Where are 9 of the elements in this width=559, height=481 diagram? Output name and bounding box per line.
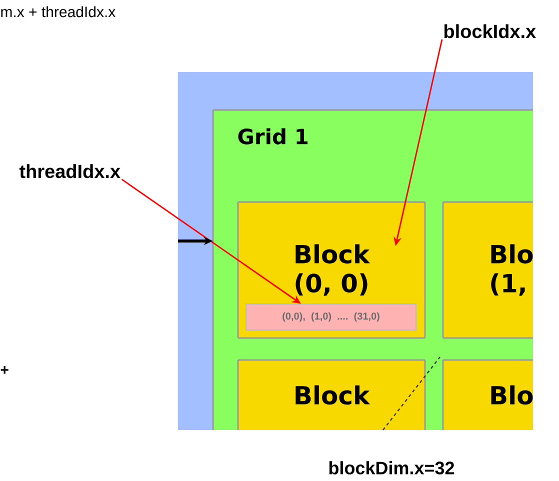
thread-row: (0,0), (1,0) .... (31,0): [246, 303, 416, 330]
index-label: threadIdx.x: [19, 164, 120, 178]
block-box: Blo: [442, 359, 533, 430]
block-box: Blo (1,: [442, 201, 533, 339]
block-box: Block: [237, 359, 426, 430]
formula-text: m.x + threadIdx.x: [1, 6, 116, 18]
dimension-label: blockDim.x=32: [329, 461, 454, 474]
index-label: blockIdx.x: [444, 24, 536, 38]
plus-sign: +: [0, 366, 8, 374]
